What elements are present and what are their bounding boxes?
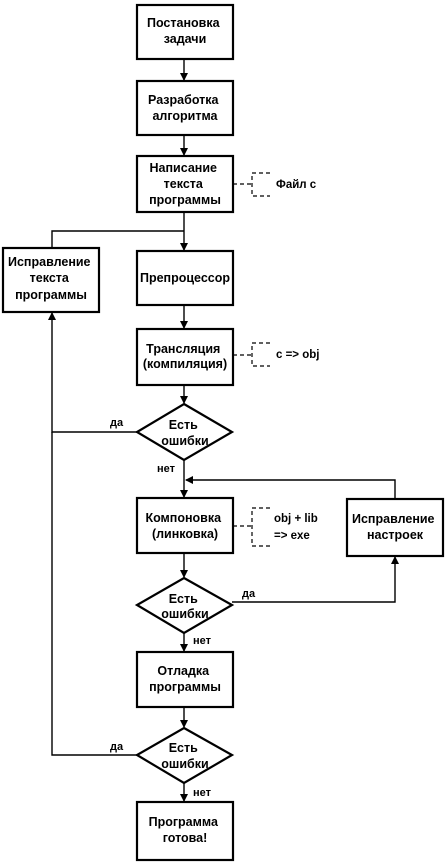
- node-texts: Постановка задачи Разработка алгоритма Н…: [8, 16, 438, 845]
- box-translate: [135, 327, 235, 387]
- edge-errors3-fixtext: [51, 432, 137, 756]
- box-step2: [135, 79, 235, 137]
- diamond-errors1: [134, 402, 235, 462]
- edge-labels: да нет да нет да нет: [110, 417, 256, 799]
- annotation-texts: Файл c c => obj obj + lib => exe: [274, 179, 321, 542]
- anno-source-bracket: [251, 172, 270, 197]
- label-debug: Отладка программы: [149, 664, 221, 694]
- label-fix-text: Исправление текста программы: [8, 255, 94, 302]
- label-errors3: Есть ошибки: [161, 741, 208, 771]
- edge-label-errors2-yes: да: [242, 588, 256, 600]
- anno-link-bracket: [251, 507, 270, 547]
- label-link: Компоновка (линковка): [145, 511, 224, 541]
- box-step1: [135, 3, 235, 61]
- edge-errors2-fixsettings: [232, 556, 399, 603]
- diamond-errors3: [134, 726, 235, 785]
- label-step1: Постановка задачи: [147, 16, 223, 46]
- label-fix-settings: Исправление настроек: [352, 512, 438, 542]
- connectors: [48, 59, 399, 802]
- decision-diamonds: [134, 402, 235, 785]
- anno-link-io: obj + lib => exe: [274, 513, 321, 542]
- anno-translate-io: c => obj: [276, 349, 319, 361]
- box-fix-settings: [345, 497, 445, 558]
- edge-errors1-fixtext: [48, 312, 137, 433]
- label-errors2: Есть ошибки: [161, 592, 208, 621]
- label-step3: Написание текста программы: [149, 161, 221, 207]
- box-link: [135, 496, 235, 555]
- label-done: Программа готова!: [149, 815, 222, 845]
- edge-label-errors1-no: нет: [157, 463, 176, 475]
- box-preproc: [135, 249, 235, 307]
- anno-translate-bracket: [251, 342, 270, 367]
- annotations: [233, 172, 270, 547]
- edge-label-errors2-no: нет: [193, 635, 212, 647]
- anno-source-file: Файл c: [276, 179, 317, 191]
- edge-fixsettings-back: [185, 476, 396, 499]
- label-errors1: Есть ошибки: [161, 418, 208, 448]
- edge-label-errors3-yes: да: [110, 741, 124, 753]
- edge-label-errors1-yes: да: [110, 417, 124, 429]
- process-boxes: [1, 3, 445, 862]
- label-step2: Разработка алгоритма: [148, 93, 222, 123]
- diamond-errors2: [134, 576, 235, 635]
- label-translate: Трансляция (компиляция): [143, 342, 227, 371]
- edge-label-errors3-no: нет: [193, 787, 212, 799]
- box-done: [135, 800, 235, 862]
- box-debug: [135, 650, 235, 709]
- edge-fixtext-back: [51, 230, 184, 248]
- label-preproc: Препроцессор: [140, 271, 230, 285]
- box-step3: [135, 154, 235, 214]
- box-fix-text: [1, 246, 101, 314]
